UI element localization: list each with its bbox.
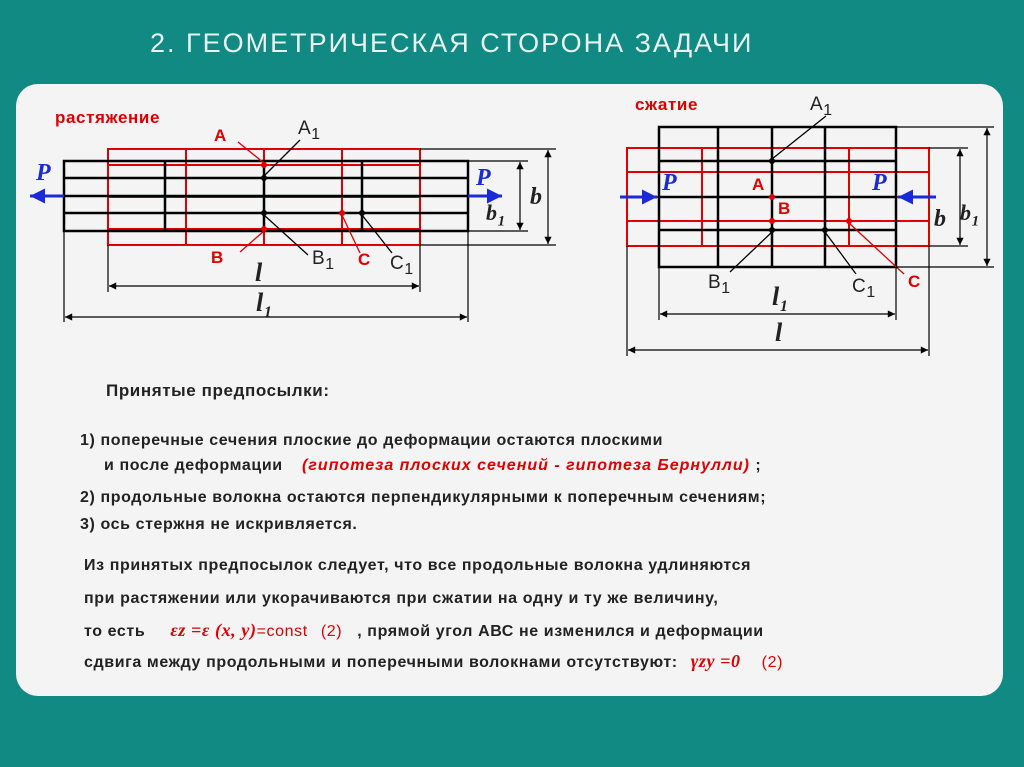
compression-dim-b: b — [934, 206, 947, 232]
tension-dim-b: b — [530, 184, 543, 210]
tension-point-a: A — [214, 126, 227, 145]
assumption-3: 3) ось стержня не искривляется. — [80, 516, 358, 533]
conclusion-line2: при растяжении или укорачиваются при сжа… — [84, 590, 719, 607]
conclusion-line1: Из принятых предпосылок следует, что все… — [84, 557, 752, 574]
tension-deformed-grid — [62, 159, 470, 233]
compression-force-left: P — [662, 170, 678, 196]
tension-point-c1: C1 — [390, 253, 414, 278]
tension-force-right: P — [476, 165, 492, 191]
compression-point-b: B — [778, 199, 791, 218]
assumption-1-line1: 1) поперечные сечения плоские до деформа… — [80, 432, 664, 449]
shear-strain-formula: γzy =0 — [690, 651, 741, 671]
equation-number-2: (2) — [761, 654, 783, 671]
bernoulli-hypothesis: (гипотеза плоских сечений - гипотеза Бер… — [302, 457, 750, 474]
tension-dim-l: l — [255, 258, 263, 287]
compression-force-right: P — [872, 170, 888, 196]
tension-point-a1: A1 — [298, 118, 321, 143]
conclusion-line3: то есть εz =ε (x, y)=const (2) , прямой … — [84, 620, 764, 640]
compression-point-a1: A1 — [810, 94, 833, 119]
assumptions-heading: Принятые предпосылки: — [106, 381, 330, 400]
compression-dim-l1: l1 — [772, 282, 789, 316]
tension-label: растяжение — [55, 108, 160, 127]
compression-point-c: C — [908, 272, 921, 291]
compression-deformed-grid — [657, 125, 898, 269]
strain-const: =const — [256, 623, 308, 640]
compression-dim-b1: b1 — [960, 200, 980, 230]
compression-point-b1: B1 — [708, 272, 731, 297]
assumption-2: 2) продольные волокна остаются перпендик… — [80, 489, 767, 506]
tension-point-c: C — [358, 250, 371, 269]
tension-dim-b1: b1 — [486, 200, 506, 230]
compression-point-a: A — [752, 175, 765, 194]
conclusion-line4: сдвига между продольными и поперечными в… — [84, 651, 783, 671]
tension-point-b1: B1 — [312, 248, 335, 273]
equation-number-1: (2) — [320, 623, 343, 640]
compression-diagram — [620, 115, 994, 356]
tension-dim-l1: l1 — [256, 288, 273, 322]
assumption-1-line2: и после деформации (гипотеза плоских сеч… — [104, 457, 762, 474]
compression-dim-l: l — [775, 318, 783, 347]
tension-force-left: P — [36, 160, 52, 186]
slide-title: 2. ГЕОМЕТРИЧЕСКАЯ СТОРОНА ЗАДАЧИ — [150, 28, 754, 58]
tension-point-b: B — [211, 248, 224, 267]
compression-point-c1: C1 — [852, 276, 876, 301]
content-panel — [16, 84, 1003, 696]
strain-formula: εz =ε (x, y) — [170, 620, 257, 640]
tension-diagram — [30, 139, 556, 322]
compression-label: сжатие — [635, 95, 699, 114]
